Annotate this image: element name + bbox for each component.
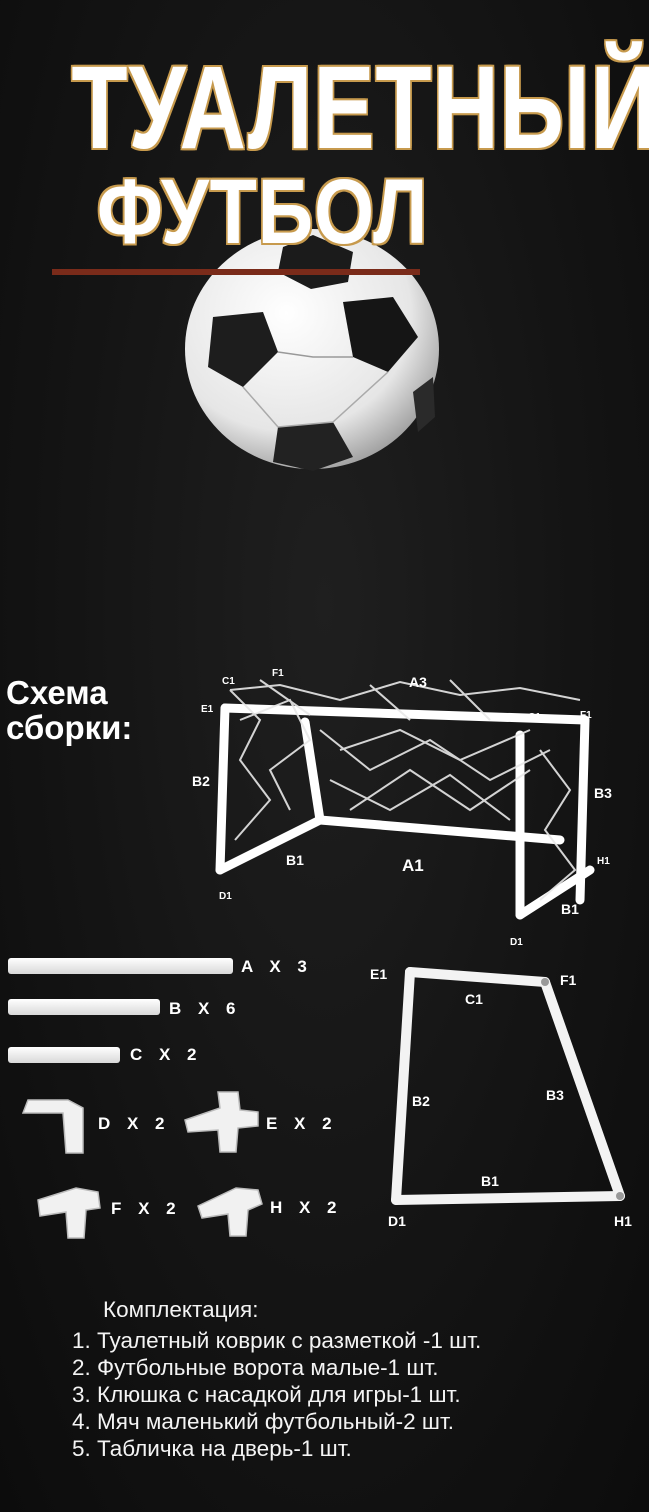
part-label-e: E X 2	[266, 1114, 338, 1133]
connector-e-icon	[184, 1091, 259, 1153]
label-b1-right: B1	[561, 901, 579, 917]
kit-item: 2. Футбольные ворота малые-1 шт.	[72, 1355, 439, 1380]
tube-b	[8, 999, 160, 1015]
label-f1-top: F1	[272, 668, 284, 679]
kit-item: 5. Табличка на дверь-1 шт.	[72, 1436, 352, 1461]
label-h1: H1	[597, 856, 610, 867]
connector-f-icon	[37, 1187, 101, 1239]
label-b2: B2	[192, 773, 210, 789]
label-a3: A3	[409, 674, 427, 690]
frame-label-b2: B2	[412, 1093, 430, 1109]
label-c1-right: C1	[528, 712, 541, 723]
kit-items: 1. Туалетный коврик с разметкой -1 шт. 2…	[72, 1327, 481, 1462]
label-a1: A1	[402, 856, 424, 875]
tube-c	[8, 1047, 120, 1063]
soccer-ball-icon	[185, 229, 439, 471]
kit-list: Комплектация: 1. Туалетный коврик с разм…	[72, 1296, 481, 1462]
part-label-c: C X 2	[130, 1045, 203, 1064]
frame-label-h1: H1	[614, 1213, 632, 1229]
label-b1-mid: B1	[286, 852, 304, 868]
tube-a	[8, 958, 233, 974]
part-label-b: B X 6	[169, 999, 242, 1018]
label-f1-right: F1	[580, 710, 592, 721]
label-d1-left: D1	[219, 891, 232, 902]
part-label-h: H X 2	[270, 1198, 343, 1217]
label-c1-top: C1	[222, 676, 235, 687]
kit-title: Комплектация:	[103, 1297, 259, 1322]
scheme-title-line-2: сборки:	[6, 709, 133, 746]
frame-label-f1: F1	[560, 972, 577, 988]
goal-diagram-icon	[215, 679, 595, 920]
scheme-title-line-1: Схема	[6, 674, 108, 711]
kit-item: 4. Мяч маленький футбольный-2 шт.	[72, 1409, 455, 1434]
frame-label-e1: E1	[370, 966, 388, 982]
frame-diagram-icon	[391, 967, 625, 1205]
part-label-d: D X 2	[98, 1114, 171, 1133]
scheme-title: Схема сборки:	[6, 675, 132, 745]
frame-label-c1: C1	[465, 991, 483, 1007]
label-e1-left: E1	[201, 704, 214, 715]
frame-label-d1: D1	[388, 1213, 406, 1229]
kit-item: 3. Клюшка с насадкой для игры-1 шт.	[72, 1382, 461, 1407]
title-line-2: ФУТБОЛ	[96, 161, 429, 263]
title-line-1: ТУАЛЕТНЫЙ	[71, 42, 649, 174]
connector-h-icon	[197, 1187, 263, 1237]
part-label-a: A X 3	[241, 957, 313, 976]
title-underline	[52, 269, 420, 275]
part-label-f: F X 2	[111, 1199, 182, 1218]
frame-label-b3: B3	[546, 1087, 564, 1103]
frame-label-b1: B1	[481, 1173, 499, 1189]
kit-item: 1. Туалетный коврик с разметкой -1 шт.	[72, 1328, 482, 1353]
label-b3: B3	[594, 785, 612, 801]
label-d1-bottom: D1	[510, 937, 523, 948]
connector-d-icon	[21, 1099, 84, 1154]
